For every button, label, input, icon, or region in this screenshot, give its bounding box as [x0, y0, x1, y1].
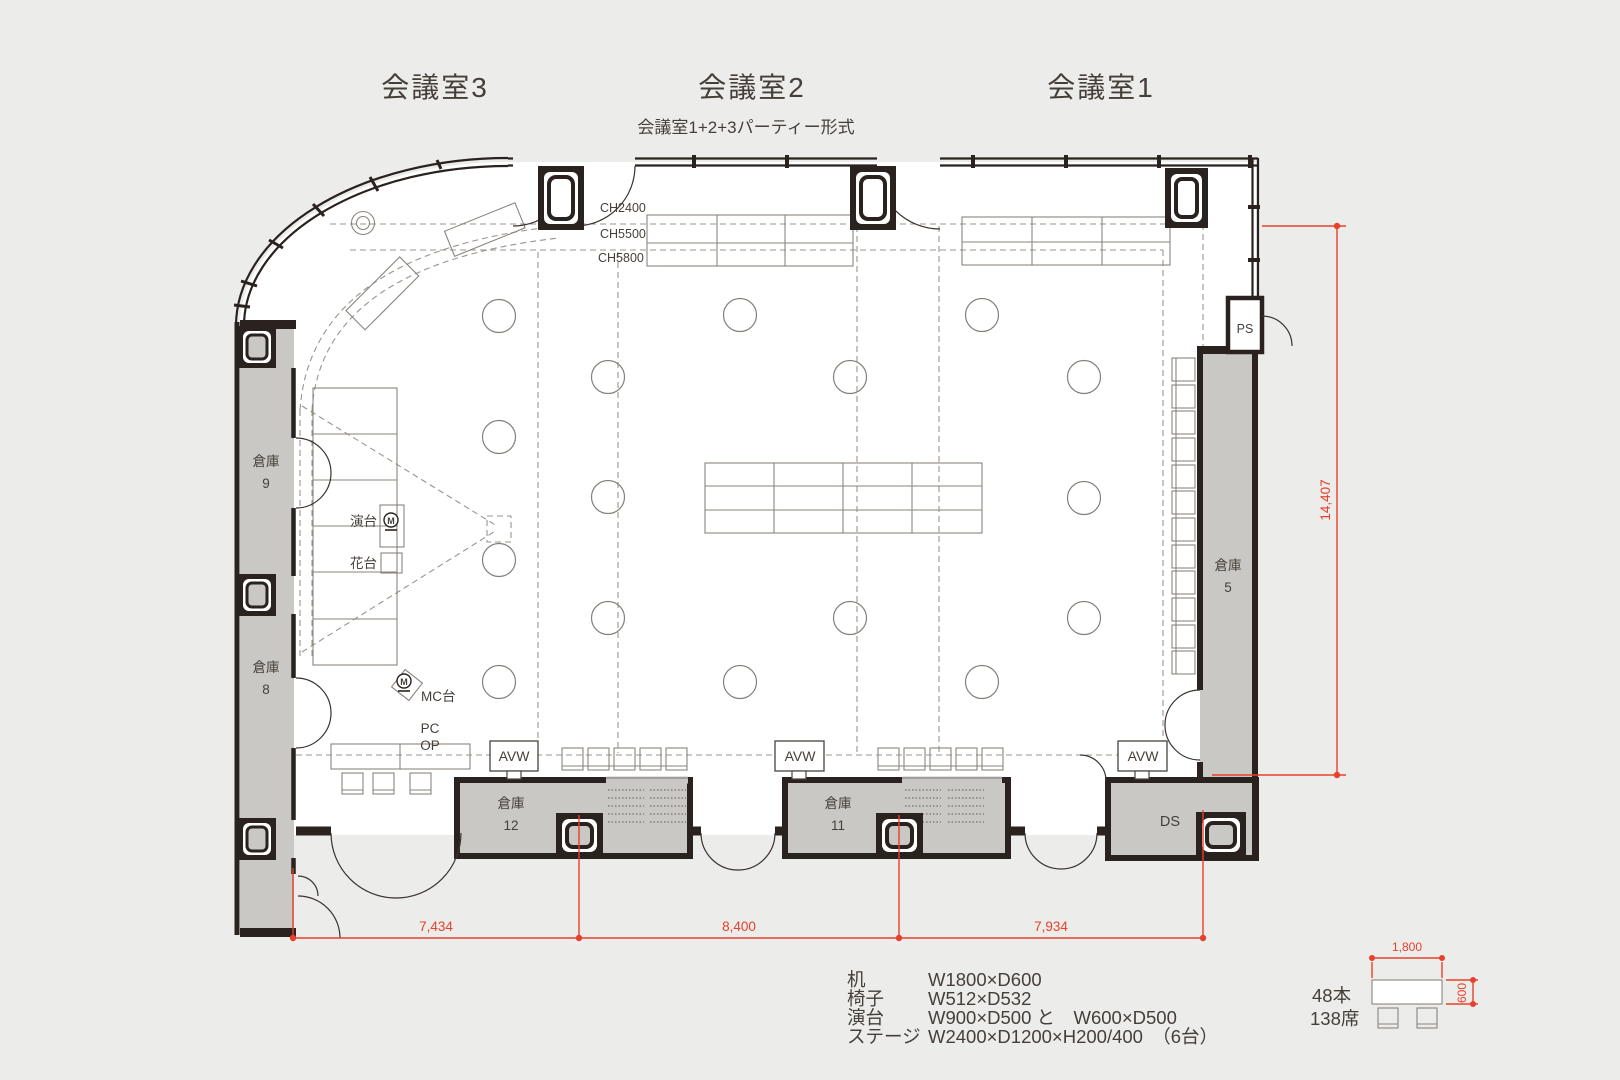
walls: [233, 155, 1265, 937]
svg-text:M: M: [387, 516, 395, 526]
spec-stage-label: ステージ: [847, 1026, 921, 1047]
avw-label-2: AVW: [785, 748, 817, 764]
flower-stand: [380, 552, 403, 574]
round-tables: [481, 297, 1102, 700]
curve-table-1: [443, 202, 526, 258]
spec-desk-label: 机: [847, 969, 866, 990]
spec-endai-label: 演台: [847, 1007, 884, 1028]
pc-label: PC: [421, 721, 440, 736]
room3-title: 会議室3: [381, 72, 489, 103]
subtitle: 会議室1+2+3パーティー形式: [637, 118, 854, 137]
svg-text:12: 12: [503, 818, 518, 833]
column-left-2: [238, 574, 276, 616]
count-seats: 138席: [1310, 1008, 1359, 1029]
room1-title: 会議室1: [1047, 72, 1155, 103]
dim-table-w: 1,800: [1392, 940, 1422, 954]
souko12-label: 倉庫: [498, 796, 525, 811]
podium-mic-icon: M: [383, 512, 399, 531]
spec-endai-value: W900×D500 と W600×D500: [928, 1007, 1177, 1028]
window-mullions: [692, 155, 1252, 168]
dimension-lines: [289, 222, 1346, 942]
chair-column-right: [1171, 357, 1196, 675]
podium: [379, 504, 405, 548]
column-circle: [350, 210, 376, 236]
storage-5: [1200, 352, 1256, 780]
column-top-3: [1165, 168, 1208, 228]
chair-row-b: [877, 747, 1004, 771]
avw-label-3: AVW: [1128, 748, 1160, 764]
curve-mullions: [233, 159, 443, 309]
flower-label: 花台: [350, 556, 377, 571]
ds-label: DS: [1160, 814, 1180, 830]
op-label: OP: [420, 738, 440, 753]
spec-list: 机 W1800×D600 椅子 W512×D532 演台 W900×D500 と…: [847, 969, 1218, 1047]
column-left-1: [238, 326, 276, 368]
dim-height: 14,407: [1318, 479, 1333, 520]
screen-box: [486, 515, 512, 543]
ps-room: [1225, 295, 1265, 355]
svg-text:9: 9: [262, 476, 270, 491]
chair-row-a: [561, 747, 688, 771]
spec-chair-value: W512×D532: [928, 988, 1031, 1009]
dim-w1: 7,934: [1034, 919, 1068, 934]
svg-text:11: 11: [831, 818, 845, 833]
column-top-1: [538, 166, 584, 230]
ch2400-label: CH2400: [600, 201, 646, 215]
screen-cone-upper: [301, 405, 498, 527]
dim-w3: 7,434: [419, 919, 453, 934]
curve-table-2: [345, 256, 420, 331]
buffet-table-left: [646, 214, 854, 267]
count-tables: 48本: [1312, 985, 1351, 1006]
legend-chair: [1416, 1007, 1438, 1029]
svg-text:8: 8: [262, 682, 270, 697]
column-top-2: [850, 166, 896, 230]
storage-blocks: [240, 322, 1259, 935]
svg-text:5: 5: [1224, 580, 1232, 595]
column-ds: [1196, 812, 1246, 858]
ps-label: PS: [1237, 322, 1254, 336]
column-left-3: [238, 818, 276, 860]
spec-stage-value: W2400×D1200×H200/400 （6台）: [928, 1026, 1218, 1047]
mc-mic-icon: M: [396, 673, 412, 692]
avw-units: [489, 740, 1168, 780]
ch5500-label: CH5500: [600, 227, 646, 241]
souko9-label: 倉庫: [253, 454, 280, 469]
svg-text:M: M: [400, 677, 408, 687]
ch5800-label: CH5800: [598, 251, 644, 265]
table-legend: [1369, 955, 1478, 1029]
dim-w2: 8,400: [722, 919, 756, 934]
screen-cone-lower: [301, 529, 498, 653]
text-labels: 会議室3 会議室2 会議室1 会議室1+2+3パーティー形式 CH2400 CH…: [253, 72, 1470, 1047]
legend-table: [1371, 979, 1443, 1005]
furniture: [312, 202, 1196, 795]
buffet-table-center: [704, 462, 983, 534]
podium-label: 演台: [350, 514, 377, 529]
mc-label: MC台: [421, 689, 456, 704]
souko5-label: 倉庫: [1215, 558, 1242, 573]
room2-title: 会議室2: [698, 72, 806, 103]
pc-op-table: [330, 743, 471, 795]
buffet-table-right: [961, 216, 1171, 266]
spec-desk-value: W1800×D600: [928, 969, 1042, 990]
hall-outline: [240, 162, 1256, 835]
mic-icons: M M: [383, 512, 412, 692]
dim-table-d: 600: [1455, 983, 1469, 1003]
souko11-label: 倉庫: [825, 796, 852, 811]
spec-chair-label: 椅子: [847, 988, 884, 1009]
souko8-label: 倉庫: [253, 660, 280, 675]
avw-label-1: AVW: [499, 748, 531, 764]
stage-platforms: [312, 387, 398, 666]
legend-chair: [1377, 1007, 1399, 1029]
